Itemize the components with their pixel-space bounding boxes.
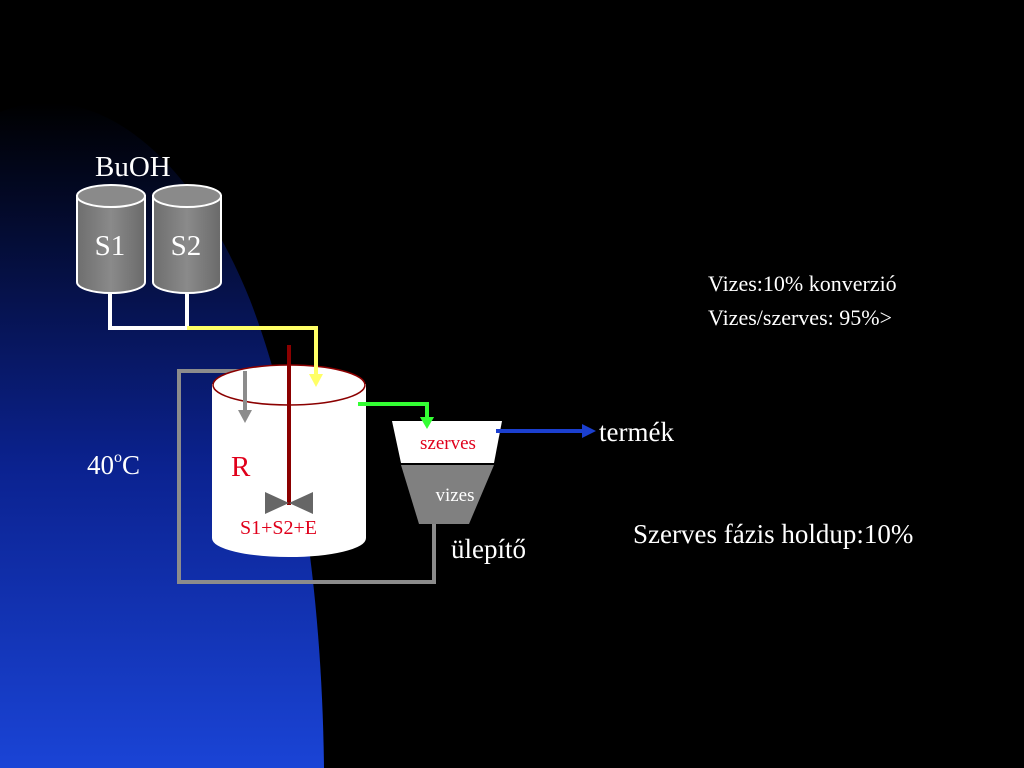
label-product: termék [599,417,674,447]
transfer-arrowhead-top [420,417,434,429]
label-organic-phase: szerves [420,433,476,454]
tank-s2 [152,184,222,294]
label-aqueous-phase: vizes [435,485,475,506]
label-mixture: S1+S2+E [240,517,318,539]
feed-line-white [108,293,189,330]
temperature-unit: C [122,450,141,480]
label-settler: ülepítő [451,534,526,564]
note-holdup: Szerves fázis holdup:10% [633,519,914,549]
temperature-value: 40 [87,450,114,480]
note-ratio: Vizes/szerves: 95%> [708,305,892,330]
label-s2: S2 [170,230,202,262]
note-conversion: Vizes:10% konverzió [708,271,897,296]
feed-arrowhead-inner [309,374,323,387]
label-buoh: BuOH [95,151,171,183]
settler-organic-layer [392,421,502,463]
settler [392,421,502,524]
tank-s1 [76,184,146,294]
settler-aqueous-layer [401,465,494,524]
label-s1: S1 [94,230,126,262]
transfer-line [358,402,429,420]
bowtie-impeller-icon [265,492,313,514]
label-reactor: R [231,451,251,483]
product-arrowhead [582,424,596,438]
recycle-arrowhead-inner [238,410,252,423]
label-temperature: 40oC [87,449,141,480]
temperature-degree: o [114,449,122,466]
